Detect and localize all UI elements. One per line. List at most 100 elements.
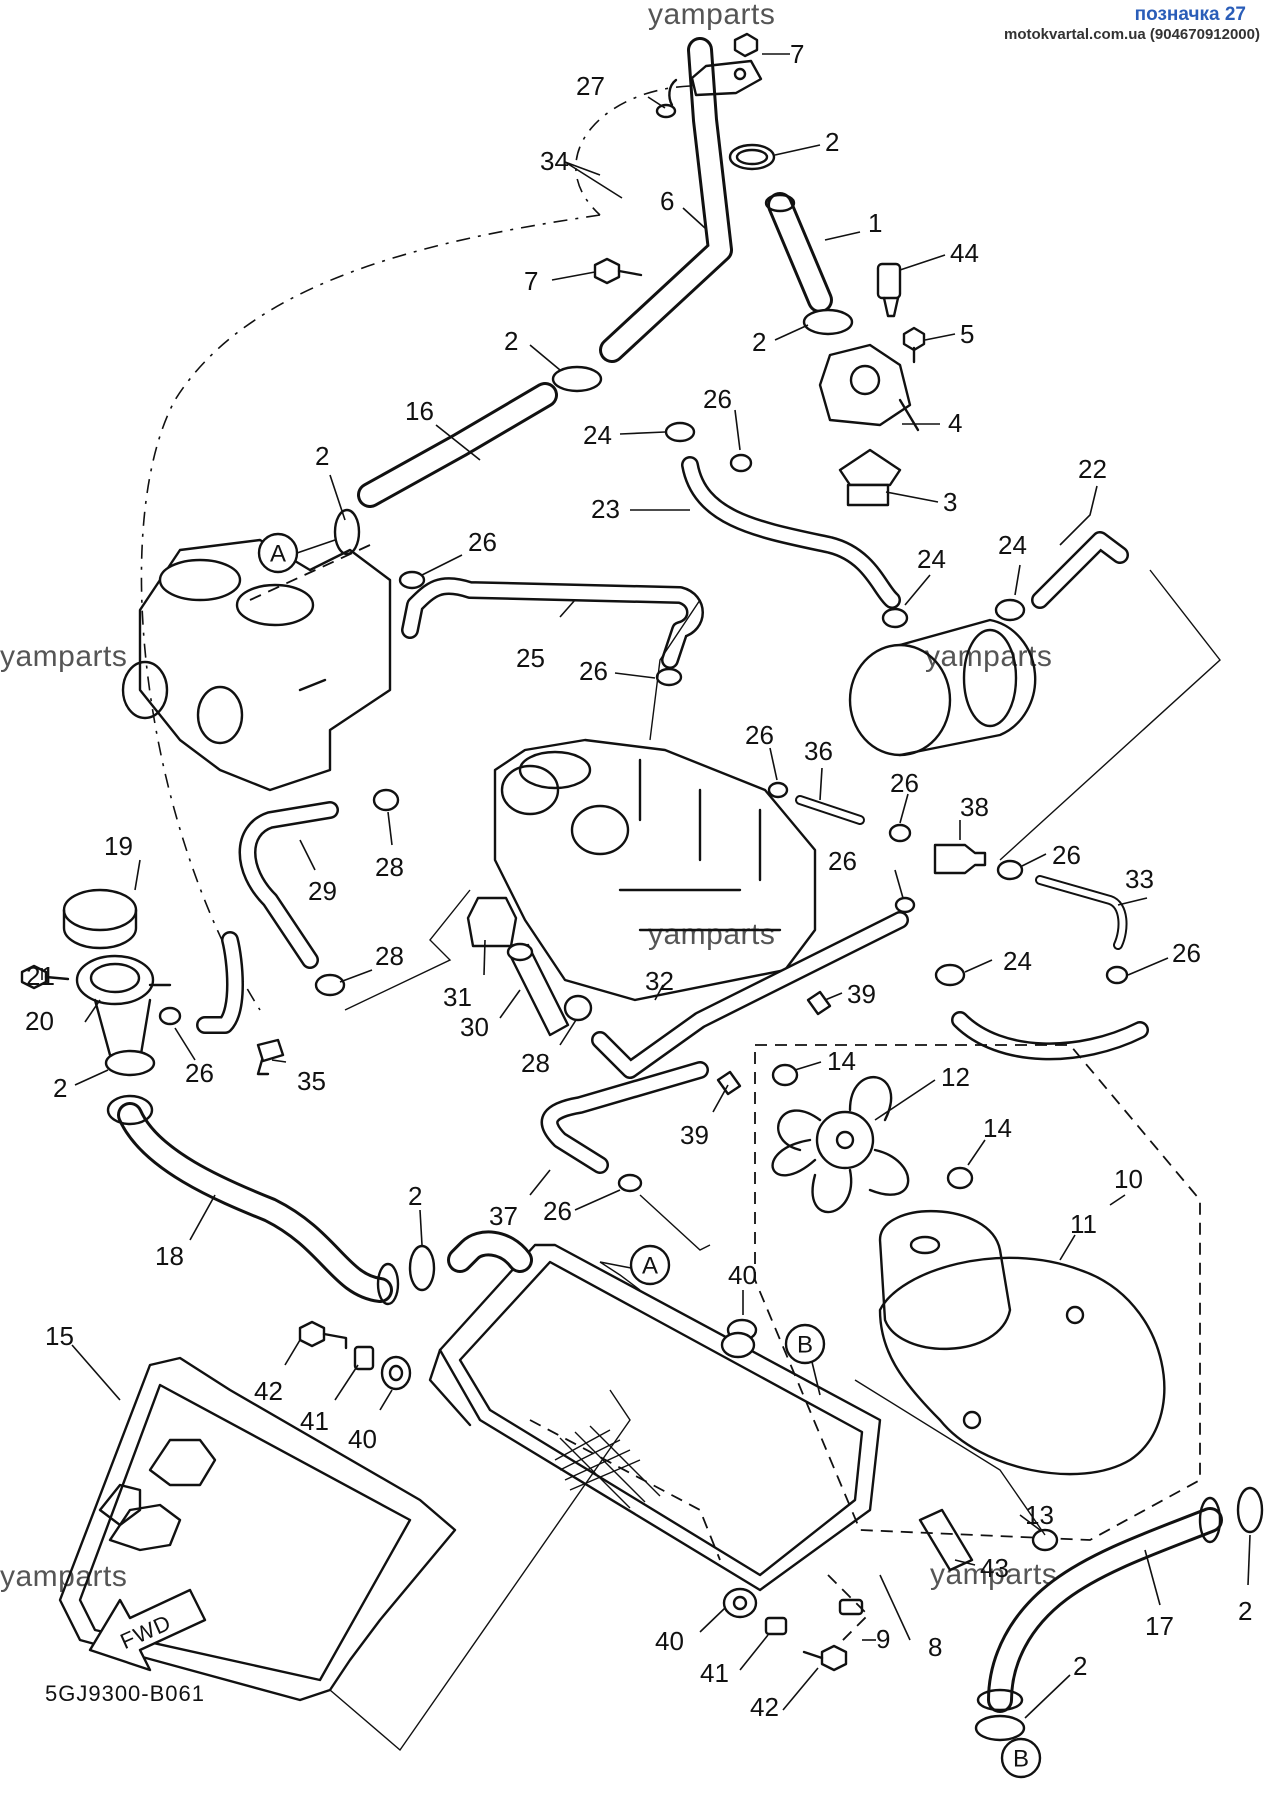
fitting-38 [933, 843, 987, 875]
bracket-39-b [716, 1070, 742, 1096]
callout-40-left: 40 [348, 1424, 377, 1454]
hose-29 [238, 801, 339, 969]
clamp-2-hose17-bottom [974, 1714, 1026, 1742]
callout-2-hose16: 2 [504, 326, 518, 356]
ref-circle-b-bottom: B [1000, 1737, 1042, 1779]
diagram-code: 5GJ9300-B061 [45, 1681, 205, 1706]
clamp-2-hose18 [104, 1049, 156, 1077]
callout-38: 38 [960, 792, 989, 822]
callout-31: 31 [443, 982, 472, 1012]
hose-32 [591, 911, 909, 1079]
callout-35: 35 [297, 1066, 326, 1096]
callout-25: 25 [516, 643, 545, 673]
callout-10: 10 [1114, 1164, 1143, 1194]
cushion-40-bottom [722, 1587, 758, 1619]
fan-assembly-box [754, 1044, 1201, 1541]
callout-26-c: 26 [579, 656, 608, 686]
callout-39-b: 39 [680, 1120, 709, 1150]
callout-20: 20 [25, 1006, 54, 1036]
callout-42-top: 42 [254, 1376, 283, 1406]
callout-5: 5 [960, 319, 974, 349]
callout-24-a: 24 [583, 420, 612, 450]
cushion-40-left [380, 1355, 412, 1391]
callout-26-g: 26 [1172, 938, 1201, 968]
nut-14-b [946, 1166, 974, 1190]
callout-28-a: 28 [375, 852, 404, 882]
sensor-43 [918, 1508, 974, 1572]
header-subtitle: motokvartal.com.ua (904670912000) [1004, 26, 1260, 43]
callout-28-c: 28 [521, 1048, 550, 1078]
collar-41-top [353, 1345, 375, 1371]
callout-29: 29 [308, 876, 337, 906]
callout-42-bottom: 42 [750, 1692, 779, 1722]
filler-neck-20 [75, 954, 172, 1062]
callout-14-b: 14 [983, 1113, 1012, 1143]
callout-23: 23 [591, 494, 620, 524]
fan-mount-line [854, 1379, 1046, 1536]
hose-from-neck [196, 931, 244, 1034]
clamp-26-i [617, 1173, 643, 1193]
bolt-7-top [733, 32, 759, 58]
clamp-28-a [372, 788, 400, 812]
ref-circle-a-right: A [629, 1244, 671, 1286]
drain-bolt-guide [827, 1574, 870, 1646]
bolt-42-top [298, 1320, 348, 1350]
water-pipe-6 [599, 37, 763, 363]
nut-14-a [771, 1063, 799, 1087]
hose37-ref-line [639, 1194, 711, 1251]
hose-16 [357, 382, 558, 508]
callout-24-d: 24 [1003, 946, 1032, 976]
svg-text:A: A [270, 541, 286, 568]
callout-26-f: 26 [1052, 840, 1081, 870]
callout-2-hose16-bottom: 2 [315, 441, 329, 471]
callout-24-b: 24 [917, 544, 946, 574]
overflow-route-line [140, 214, 601, 1011]
clamp-2-hose17-top [1236, 1486, 1264, 1534]
svg-text:B: B [1013, 1746, 1029, 1773]
throttle-bodies [493, 738, 817, 1002]
clamp-35 [256, 1038, 285, 1076]
callout-14-a: 14 [827, 1046, 856, 1076]
clamp-28-c [563, 994, 593, 1022]
ref-a-left-leader [296, 539, 336, 554]
callout-30: 30 [460, 1012, 489, 1042]
watermark-top: yamparts [648, 0, 776, 31]
clamp-24-a [664, 421, 696, 443]
hose-29-bracket [344, 889, 471, 1011]
clamp-26-c [655, 667, 683, 687]
overflow-route-line-2 [575, 85, 691, 216]
callout-11: 11 [1070, 1209, 1097, 1239]
fan-shroud [878, 1256, 1166, 1476]
callout-3: 3 [943, 487, 957, 517]
callout-15: 15 [45, 1321, 74, 1351]
thermostat-cover-4 [818, 343, 920, 432]
callout-26-d: 26 [745, 720, 774, 750]
clamp-2-top [728, 143, 776, 171]
joint-31 [466, 896, 518, 948]
ref-circle-a-left: A [257, 532, 299, 574]
callout-39-a: 39 [847, 979, 876, 1009]
callout-24-c: 24 [998, 530, 1027, 560]
throttle-ref-line [649, 599, 701, 741]
hose-37 [540, 1061, 709, 1174]
clamp-26-g [1105, 965, 1129, 985]
callout-4: 4 [948, 408, 962, 438]
bolt-5 [902, 326, 926, 364]
temp-sensor-44 [876, 262, 902, 318]
hose-23 [681, 456, 901, 609]
fan-motor-11 [878, 1209, 1012, 1350]
clamp-24-c [994, 598, 1026, 622]
clamp-27 [655, 78, 678, 119]
callout-26-a: 26 [703, 384, 732, 414]
drain-bolt-9 [838, 1598, 864, 1616]
callout-26-j: 26 [185, 1058, 214, 1088]
callout-33: 33 [1125, 864, 1154, 894]
callout-41-top: 41 [300, 1406, 329, 1436]
radiator-ref-a-line [599, 1261, 641, 1291]
engine-block [121, 538, 392, 792]
hose-25 [401, 577, 704, 669]
callout-1: 1 [868, 208, 882, 238]
hose-36 [795, 795, 865, 825]
ref-a-right-leader [599, 1261, 632, 1269]
engine-ref-line [249, 544, 371, 601]
